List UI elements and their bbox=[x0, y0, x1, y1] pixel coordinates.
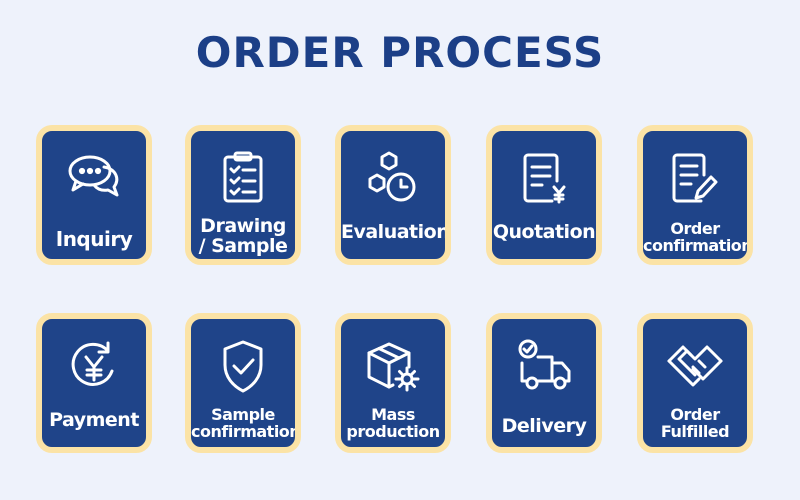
step-card-delivery: Delivery bbox=[486, 313, 602, 453]
shield-check-icon bbox=[191, 337, 295, 397]
step-card-sample-confirmation: Sample confirmation bbox=[185, 313, 301, 453]
document-pen-icon bbox=[643, 149, 747, 209]
step-label: Inquiry bbox=[55, 227, 133, 251]
document-yen-icon bbox=[492, 149, 596, 209]
step-card-order-confirmation: Order confirmation bbox=[637, 125, 753, 265]
step-label: Mass production bbox=[346, 405, 440, 441]
yen-refresh-icon bbox=[42, 337, 146, 397]
clipboard-checklist-icon bbox=[191, 149, 295, 209]
step-card-order-fulfilled: Order Fulfilled bbox=[637, 313, 753, 453]
step-label: Quotation bbox=[492, 221, 596, 243]
delivery-truck-icon bbox=[492, 337, 596, 397]
page-title: ORDER PROCESS bbox=[195, 28, 605, 77]
hexagons-clock-icon bbox=[341, 149, 445, 209]
handshake-icon bbox=[643, 337, 747, 397]
step-label: Order Fulfilled bbox=[660, 405, 730, 441]
step-label: Evaluation bbox=[341, 221, 450, 243]
box-gear-icon bbox=[341, 337, 445, 397]
step-card-mass-production: Mass production bbox=[335, 313, 451, 453]
step-card-payment: Payment bbox=[36, 313, 152, 453]
step-label: Payment bbox=[49, 409, 139, 431]
step-label: Sample confirmation bbox=[191, 405, 301, 441]
chat-bubbles-icon bbox=[42, 149, 146, 209]
step-label: Delivery bbox=[501, 415, 587, 437]
step-card-evaluation: Evaluation bbox=[335, 125, 451, 265]
step-card-inquiry: Inquiry bbox=[36, 125, 152, 265]
step-label: Drawing / Sample bbox=[198, 215, 288, 257]
step-card-quotation: Quotation bbox=[486, 125, 602, 265]
step-label: Order confirmation bbox=[643, 219, 753, 255]
step-card-drawing-sample: Drawing / Sample bbox=[185, 125, 301, 265]
